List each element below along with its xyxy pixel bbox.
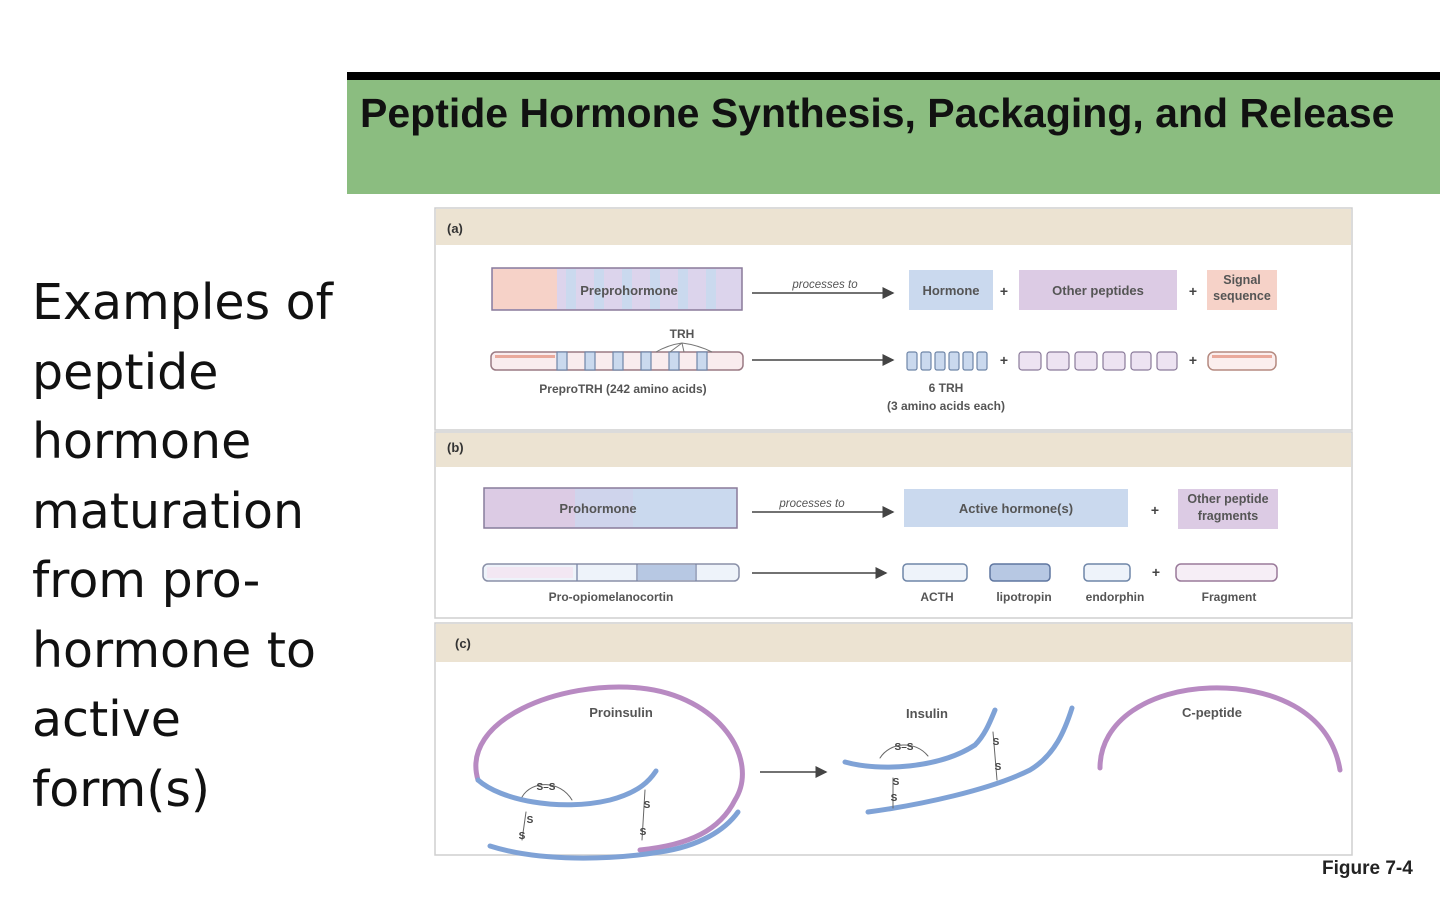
other-peptides-label: Other peptides — [1052, 283, 1144, 298]
title-top-rule — [347, 72, 1440, 80]
c-peptide-molecule — [1097, 685, 1343, 773]
side-line: Examples of — [32, 274, 333, 331]
disulfide-label: S — [527, 815, 534, 826]
disulfide-label: S — [644, 800, 651, 811]
disulfide-label: S — [995, 762, 1002, 773]
hormone-box — [909, 270, 993, 310]
trh-label: TRH — [670, 327, 695, 341]
insulin-label: Insulin — [906, 706, 948, 721]
trh-products — [906, 351, 988, 371]
disulfide-label: S — [891, 793, 898, 804]
panel-a-header — [436, 209, 1351, 245]
panel-b-label: (b) — [447, 440, 464, 455]
disulfide-bond-label: S–S — [895, 742, 914, 753]
endorphin-label: endorphin — [1086, 590, 1145, 604]
side-line: from pro- — [32, 552, 261, 609]
panel-c-label: (c) — [455, 636, 471, 651]
side-line: active — [32, 691, 181, 748]
figure-caption: Figure 7-4 — [1322, 858, 1413, 879]
proinsulin-molecule — [473, 684, 745, 861]
other-peptide-segments — [1018, 351, 1178, 371]
lipotropin-label: lipotropin — [996, 590, 1051, 604]
lipotropin-segment — [989, 563, 1051, 582]
pomc-strand — [482, 563, 740, 582]
active-hormones-label: Active hormone(s) — [959, 501, 1073, 516]
disulfide-bond-label: S–S — [537, 782, 556, 793]
signal-sequence-segment — [1207, 351, 1277, 371]
plus-sign: + — [1189, 283, 1197, 299]
title-banner — [347, 80, 1440, 194]
acth-label: ACTH — [920, 590, 953, 604]
panel-b-header — [436, 433, 1351, 467]
side-description: Examples of peptide hormone maturation f… — [32, 268, 362, 824]
panel-a-label: (a) — [447, 221, 463, 236]
amino-acids-each-label: (3 amino acids each) — [887, 399, 1005, 413]
side-line: form(s) — [32, 760, 211, 818]
plus-sign: + — [1000, 352, 1008, 368]
side-line: peptide — [32, 343, 219, 401]
other-fragments-label: Other peptide fragments — [1187, 492, 1269, 523]
signal-sequence-box — [1207, 270, 1277, 310]
panel-b: (b) Prohormone processes to Active hormo… — [434, 431, 1353, 619]
panel-c-header — [436, 624, 1351, 662]
fragment-label: Fragment — [1202, 590, 1257, 604]
trh-pointers — [655, 342, 713, 353]
signal-sequence-wrap: Signal sequence — [1213, 273, 1271, 303]
proinsulin-label: Proinsulin — [589, 705, 653, 720]
panel-a: (a) Preprohormone processes to Hormone +… — [434, 207, 1353, 431]
disulfide-label: S — [893, 777, 900, 788]
other-fragments-wrap: Other peptide fragments — [1187, 492, 1269, 523]
other-peptides-box — [1019, 270, 1177, 310]
side-line: hormone — [32, 413, 252, 470]
processes-to-label-b: processes to — [778, 498, 845, 510]
signal-sequence-stripe — [1212, 355, 1272, 358]
fragment-segment — [1175, 563, 1278, 582]
six-trh-label: 6 TRH — [929, 381, 964, 395]
c-peptide-label: C-peptide — [1182, 705, 1242, 720]
side-line: hormone to — [32, 621, 316, 679]
plus-sign: + — [1189, 352, 1197, 368]
processes-to-label-a: processes to — [791, 279, 858, 291]
hormone-label: Hormone — [922, 283, 979, 298]
plus-sign: + — [1000, 283, 1008, 299]
preprotrh-name: PreproTRH (242 amino acids) — [539, 382, 706, 396]
prohormone-label: Prohormone — [559, 501, 636, 516]
preprotrh-strand — [490, 351, 744, 371]
endorphin-segment — [1083, 563, 1131, 582]
other-fragments-box — [1178, 489, 1278, 529]
prohormone-box: Prohormone — [483, 487, 738, 529]
acth-segment — [902, 563, 968, 582]
plus-sign: + — [1151, 502, 1159, 518]
panel-c: (c) Proinsulin S–S S S S S Insulin S–S S… — [434, 622, 1353, 861]
plus-sign: + — [1152, 564, 1160, 580]
insulin-molecule — [842, 705, 1075, 815]
slide-title: Peptide Hormone Synthesis, Packaging, an… — [360, 90, 1395, 136]
disulfide-label: S — [993, 737, 1000, 748]
pomc-name: Pro-opiomelanocortin — [549, 590, 674, 604]
preprohormone-label: Preprohormone — [580, 283, 678, 298]
side-line: maturation — [32, 482, 305, 540]
signal-sequence-label: Signal sequence — [1213, 273, 1271, 303]
preprohormone-box: Preprohormone — [491, 267, 743, 311]
disulfide-label: S — [519, 831, 526, 842]
active-hormones-box — [904, 489, 1128, 527]
disulfide-label: S — [640, 827, 647, 838]
